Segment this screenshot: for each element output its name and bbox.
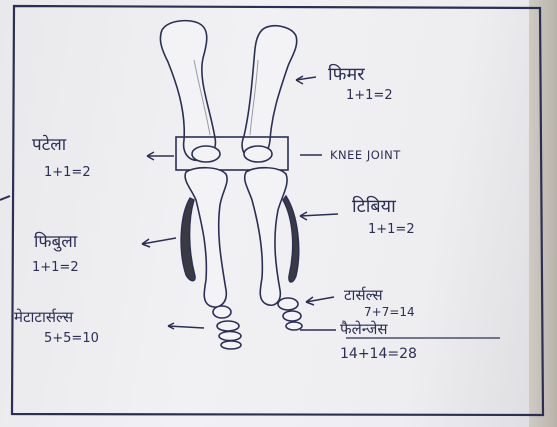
fibula-left xyxy=(181,198,195,281)
tarsal-right xyxy=(278,298,298,310)
patella-name: पटेला xyxy=(32,134,67,155)
margin-tick xyxy=(0,196,10,200)
tarsals-name: टार्सल्स xyxy=(344,286,384,304)
femur-count: 1+1=2 xyxy=(346,88,393,103)
femur-left xyxy=(160,21,215,161)
metatarsals-name: मेटाटार्सल्स xyxy=(14,308,74,326)
arrow-metatarsals xyxy=(168,326,204,328)
tarsals-count: 7+7=14 xyxy=(364,305,415,319)
phalanx-left xyxy=(221,341,241,349)
phalanges-count: 14+14=28 xyxy=(340,346,417,362)
tarsal-left xyxy=(213,306,231,318)
patella-count: 1+1=2 xyxy=(44,165,91,180)
femur-name: फिमर xyxy=(328,63,365,85)
phalanges-name: फैलेन्जेस xyxy=(340,320,388,338)
patella-right xyxy=(244,146,272,162)
tibia-left xyxy=(185,168,227,307)
patella-left xyxy=(192,146,220,162)
tibia-name: टिबिया xyxy=(352,195,396,217)
metatarsal-right-1 xyxy=(283,311,301,321)
arrow-tibia xyxy=(300,214,338,216)
metatarsal-left-2 xyxy=(219,332,241,341)
fibula-name: फिबुला xyxy=(34,231,78,252)
metatarsals-count: 5+5=10 xyxy=(44,331,99,346)
tibia-right xyxy=(245,168,287,306)
knee-joint-label: KNEE JOINT xyxy=(330,148,401,162)
fibula-count: 1+1=2 xyxy=(32,260,79,275)
tibia-count: 1+1=2 xyxy=(368,222,415,237)
metatarsal-left-1 xyxy=(217,321,239,331)
fibula-right xyxy=(283,196,299,282)
phalanx-right xyxy=(286,322,302,330)
